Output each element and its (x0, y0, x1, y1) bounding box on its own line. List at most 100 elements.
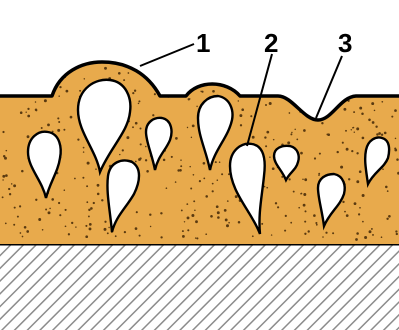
speckle-dot (273, 139, 275, 141)
speckle-dot (35, 199, 37, 201)
speckle-dot (291, 132, 292, 133)
speckle-dot (175, 181, 177, 183)
speckle-dot (59, 86, 61, 88)
speckle-dot (221, 173, 223, 175)
speckle-dot (387, 190, 389, 192)
speckle-dot (384, 132, 387, 135)
speckle-dot (166, 187, 168, 189)
speckle-dot (264, 136, 266, 138)
speckle-dot (93, 202, 95, 204)
speckle-dot (83, 151, 84, 152)
speckle-dot (325, 232, 327, 234)
speckle-dot (89, 223, 92, 226)
speckle-dot (196, 237, 198, 239)
speckle-dot (353, 127, 355, 129)
speckle-dot (2, 175, 5, 178)
speckle-dot (42, 229, 44, 231)
speckle-dot (239, 114, 242, 117)
speckle-dot (238, 100, 239, 101)
speckle-dot (70, 116, 73, 119)
speckle-dot (372, 234, 374, 236)
speckle-dot (77, 138, 79, 140)
speckle-dot (240, 124, 242, 126)
speckle-dot (288, 178, 290, 180)
speckle-dot (196, 106, 197, 107)
speckle-dot (359, 207, 361, 209)
speckle-dot (358, 213, 360, 215)
speckle-dot (252, 136, 255, 139)
speckle-dot (396, 233, 398, 235)
speckle-dot (351, 150, 353, 152)
speckle-dot (87, 162, 90, 165)
speckle-dot (346, 214, 349, 217)
speckle-dot (160, 236, 162, 238)
speckle-dot (192, 125, 195, 128)
speckle-dot (201, 91, 203, 93)
speckle-dot (48, 211, 51, 214)
speckle-dot (57, 117, 59, 119)
speckle-dot (191, 214, 194, 217)
speckle-dot (314, 157, 316, 159)
speckle-dot (181, 209, 183, 211)
speckle-dot (203, 178, 205, 180)
speckle-dot (20, 111, 23, 114)
speckle-dot (128, 72, 130, 74)
speckle-dot (27, 115, 30, 118)
speckle-dot (290, 133, 292, 135)
speckle-dot (187, 229, 189, 231)
speckle-dot (269, 156, 270, 157)
speckle-dot (2, 196, 4, 198)
speckle-dot (348, 178, 350, 180)
speckle-dot (139, 157, 141, 159)
speckle-dot (289, 112, 291, 114)
speckle-dot (381, 134, 383, 136)
speckle-dot (342, 142, 344, 144)
speckle-dot (354, 202, 357, 205)
speckle-dot (25, 111, 26, 112)
speckle-dot (238, 221, 241, 224)
speckle-dot (381, 101, 383, 103)
speckle-dot (296, 139, 298, 141)
speckle-dot (252, 235, 254, 237)
speckle-dot (290, 222, 292, 224)
speckle-dot (126, 136, 129, 139)
speckle-dot (84, 78, 85, 79)
speckle-dot (97, 193, 100, 196)
speckle-dot (362, 137, 365, 140)
speckle-dot (8, 188, 10, 190)
speckle-dot (294, 129, 295, 130)
speckle-dot (304, 210, 306, 212)
speckle-dot (203, 162, 206, 165)
speckle-dot (115, 235, 117, 237)
speckle-dot (212, 190, 214, 192)
speckle-dot (394, 149, 397, 152)
speckle-dot (394, 109, 397, 112)
speckle-dot (298, 207, 300, 209)
speckle-dot (171, 156, 173, 158)
speckle-dot (395, 230, 397, 232)
callout-3-label: 3 (338, 28, 352, 58)
speckle-dot (382, 168, 384, 170)
speckle-dot (342, 201, 344, 203)
speckle-dot (187, 127, 188, 128)
speckle-dot (139, 127, 141, 129)
speckle-dot (302, 179, 304, 181)
speckle-dot (364, 236, 367, 239)
speckle-dot (180, 159, 182, 161)
speckle-dot (385, 186, 388, 189)
speckle-dot (47, 124, 50, 127)
speckle-dot (189, 166, 191, 168)
speckle-dot (345, 130, 347, 132)
speckle-dot (216, 205, 219, 208)
speckle-dot (277, 206, 279, 208)
speckle-dot (195, 237, 196, 238)
speckle-dot (71, 222, 73, 224)
speckle-dot (250, 115, 252, 117)
speckle-dot (228, 222, 230, 224)
speckle-dot (75, 226, 76, 227)
speckle-dot (212, 90, 215, 93)
speckle-dot (97, 184, 100, 187)
substrate-layer (0, 244, 399, 330)
speckle-dot (45, 209, 47, 211)
